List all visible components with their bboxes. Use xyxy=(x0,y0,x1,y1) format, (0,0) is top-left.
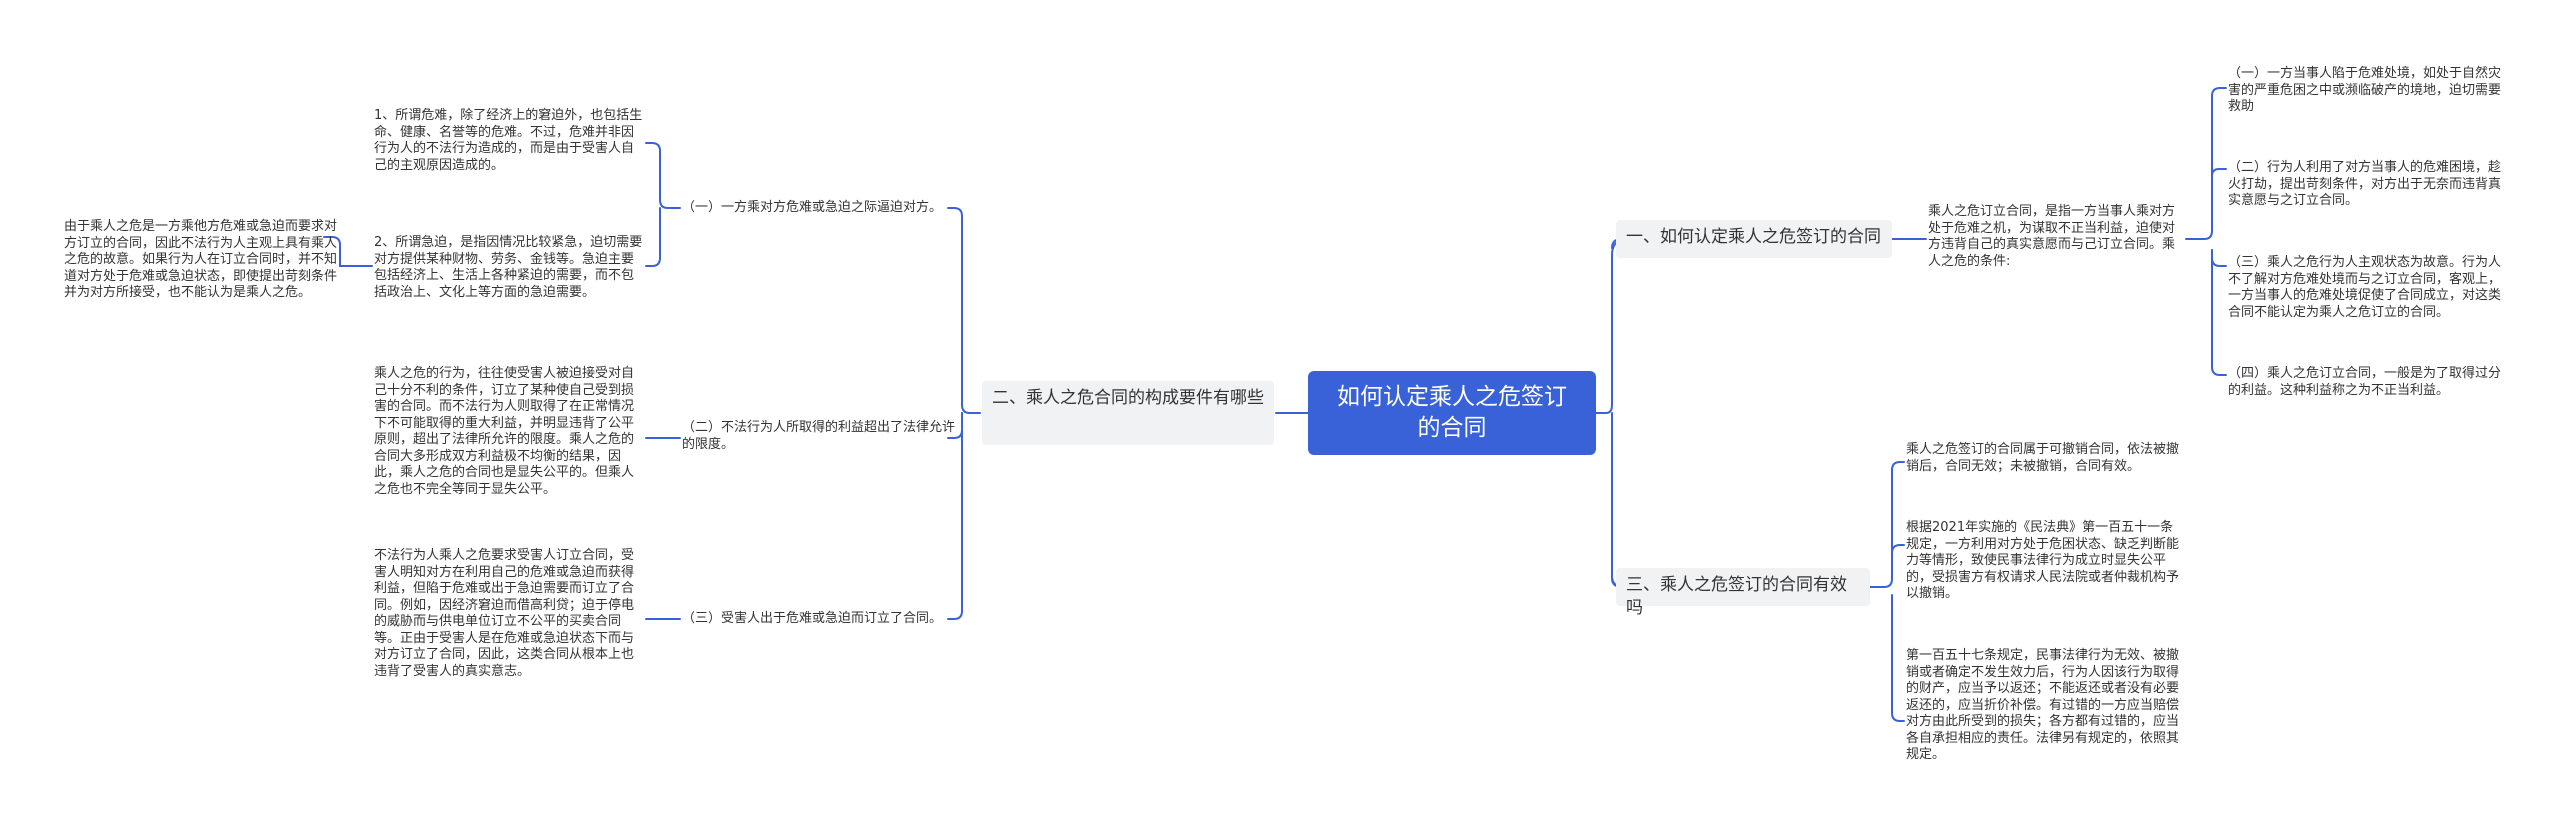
element-2-label: （二）不法行为人所取得的利益超出了法律允许的限度。 xyxy=(682,420,956,452)
element-1-detail-2: 2、所谓急迫，是指因情况比较紧急，迫切需要对方提供某种财物、劳务、金钱等。急迫主… xyxy=(374,235,643,300)
condition-3: （三）乘人之危行为人主观状态为故意。行为人不了解对方危难处境而与之订立合同，客观… xyxy=(2228,255,2502,320)
validity-item-2: 根据2021年实施的《民法典》第一百五十一条规定，一方利用对方处于危困状态、缺乏… xyxy=(1906,520,2180,601)
element-1-detail-1: 1、所谓危难，除了经济上的窘迫外，也包括生命、健康、名誉等的危难。不过，危难并非… xyxy=(374,108,643,173)
validity-item-3: 第一百五十七条规定，民事法律行为无效、被撤销或者确定不发生效力后，行为人因该行为… xyxy=(1906,648,2180,762)
branch-node-3[interactable]: 三、乘人之危签订的合同有效吗 xyxy=(1616,568,1870,618)
condition-4: （四）乘人之危订立合同，一般是为了取得过分的利益。这种利益称之为不正当利益。 xyxy=(2228,366,2502,398)
validity-item-1: 乘人之危签订的合同属于可撤销合同，依法被撤销后，合同无效；未被撤销，合同有效。 xyxy=(1906,442,2180,474)
element-2-detail: 乘人之危的行为，往往使受害人被迫接受对自己十分不利的条件，订立了某种使自己受到损… xyxy=(374,366,635,497)
element-3-detail: 不法行为人乘人之危要求受害人订立合同，受害人明知对方在利用自己的危难或急迫而获得… xyxy=(374,548,635,679)
branch-node-2[interactable]: 二、乘人之危合同的构成要件有哪些 xyxy=(982,381,1274,445)
branch1-summary: 乘人之危订立合同，是指一方当事人乘对方处于危难之机，为谋取不正当利益，迫使对方违… xyxy=(1928,204,2176,269)
branch-title: 三、乘人之危签订的合同有效吗 xyxy=(1626,575,1847,618)
branch-title: 二、乘人之危合同的构成要件有哪些 xyxy=(992,388,1264,408)
condition-2: （二）行为人利用了对方当事人的危难困境，趁火打劫，提出苛刻条件，对方出于无奈而违… xyxy=(2228,160,2502,208)
condition-1: （一）一方当事人陷于危难处境，如处于自然灾害的严重危困之中或濒临破产的境地，迫切… xyxy=(2228,66,2502,114)
element-1-note: 由于乘人之危是一方乘他方危难或急迫而要求对方订立的合同，因此不法行为人主观上具有… xyxy=(64,219,338,300)
root-node[interactable]: 如何认定乘人之危签订的合同 xyxy=(1308,371,1596,455)
element-3-label: （三）受害人出于危难或急迫而订立了合同。 xyxy=(682,611,943,626)
root-title: 如何认定乘人之危签订的合同 xyxy=(1337,384,1567,441)
branch-title: 一、如何认定乘人之危签订的合同 xyxy=(1626,227,1881,247)
branch-node-1[interactable]: 一、如何认定乘人之危签订的合同 xyxy=(1616,220,1892,258)
element-1-label: （一）一方乘对方危难或急迫之际逼迫对方。 xyxy=(682,200,943,215)
